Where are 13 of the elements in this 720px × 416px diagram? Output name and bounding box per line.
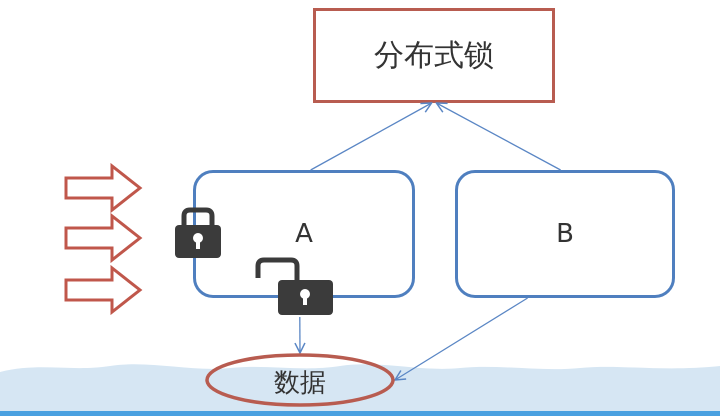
- arrow: [436, 102, 561, 171]
- node-label: 分布式锁: [374, 37, 494, 75]
- service-box: [193, 170, 415, 298]
- arrow: [294, 317, 306, 354]
- data-ellipse: [205, 353, 395, 407]
- data-label: 数据: [274, 366, 326, 400]
- service-box: [455, 170, 675, 298]
- node-label: B: [556, 219, 574, 249]
- node-label: A: [295, 219, 313, 249]
- arrow: [310, 102, 432, 171]
- arrow: [394, 297, 528, 381]
- open-lock-icon: [255, 257, 335, 317]
- lock-service-box: [313, 8, 555, 103]
